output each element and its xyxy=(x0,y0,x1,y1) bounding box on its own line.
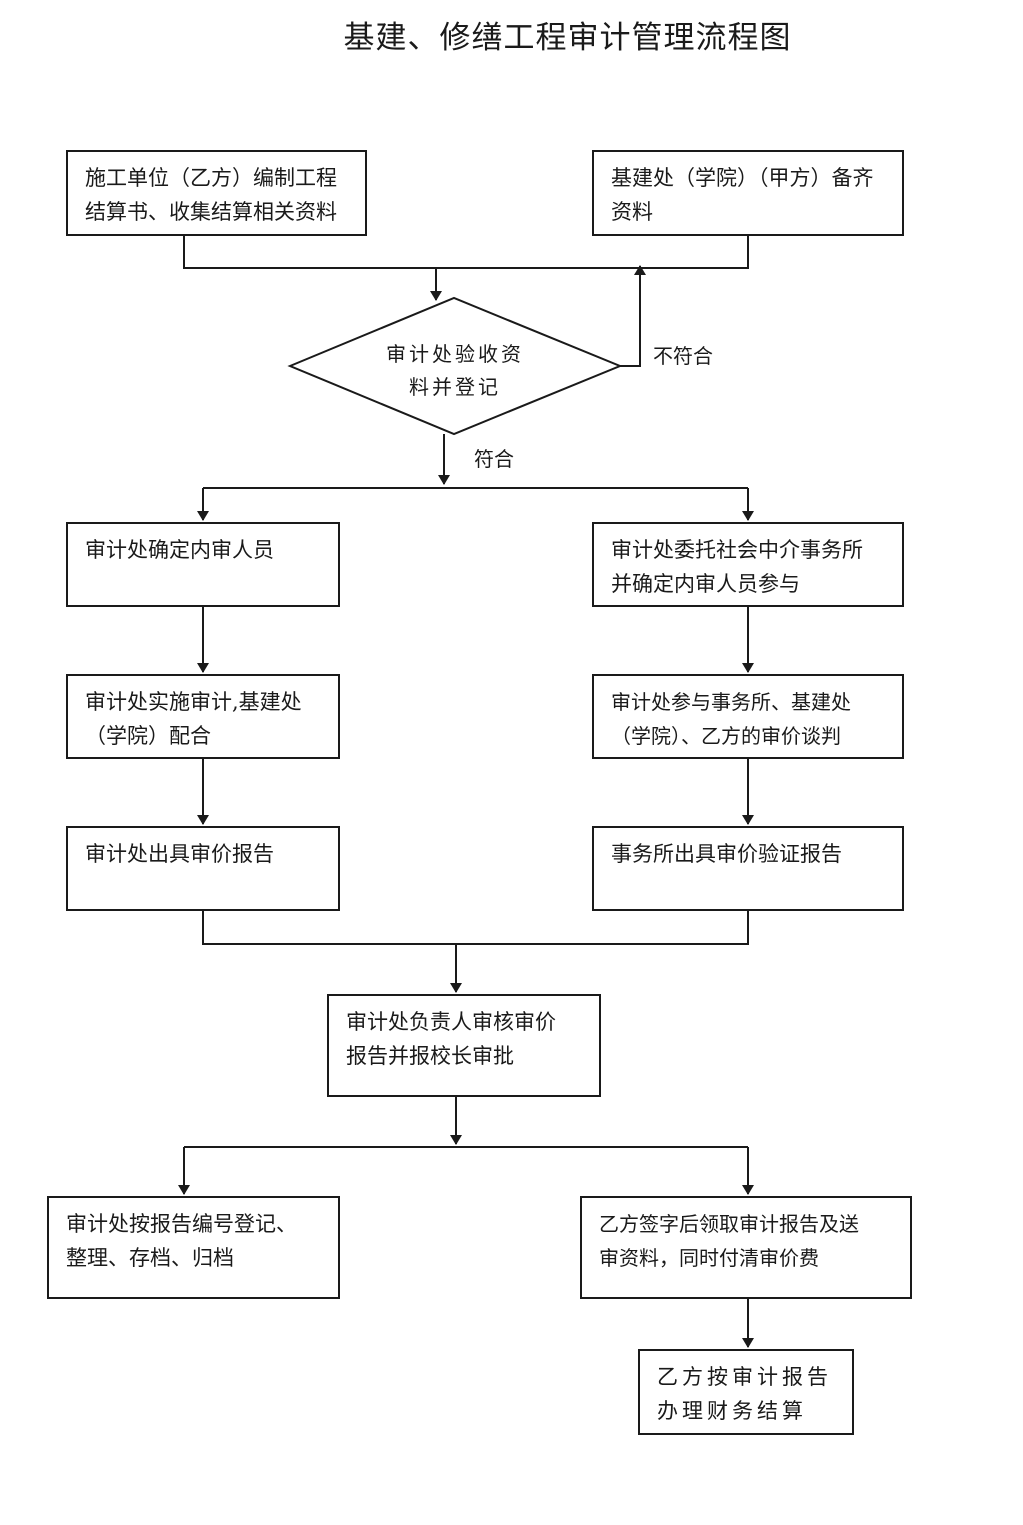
node-contractor-prepare: 施工单位（乙方）编制工程 结算书、收集结算相关资料 xyxy=(66,150,367,236)
node-audit-issue-report: 审计处出具审价报告 xyxy=(66,826,340,911)
connector-merge-review xyxy=(202,910,749,945)
node-contractor-sign-pay: 乙方签字后领取审计报告及送 审资料，同时付清审价费 xyxy=(580,1196,912,1299)
node-contractor-settlement: 乙方按审计报告 办理财务结算 xyxy=(638,1349,854,1435)
node-audit-conduct: 审计处实施审计,基建处 （学院）配合 xyxy=(66,674,340,759)
node-agency-issue-report: 事务所出具审价验证报告 xyxy=(592,826,904,911)
page-title: 基建、修缮工程审计管理流程图 xyxy=(343,20,792,56)
node-audit-check-register: 审计处验收资 料并登记 xyxy=(386,342,524,399)
node-audit-register-archive: 审计处按报告编号登记、 整理、存档、归档 xyxy=(47,1196,340,1299)
label-not-compliant: 不符合 xyxy=(653,344,713,368)
node-construction-dept-prepare: 基建处（学院）（甲方）备齐 资料 xyxy=(592,150,904,236)
node-audit-entrust-agency: 审计处委托社会中介事务所 并确定内审人员参与 xyxy=(592,522,904,607)
node-audit-join-negotiation: 审计处参与事务所、基建处 （学院）、乙方的审价谈判 xyxy=(592,674,904,759)
label-compliant: 符合 xyxy=(474,447,514,471)
node-audit-assign-internal: 审计处确定内审人员 xyxy=(66,522,340,607)
node-head-review-approval: 审计处负责人审核审价 报告并报校长审批 xyxy=(327,994,601,1097)
arrow-not-compliant xyxy=(620,265,646,367)
connector-top-left xyxy=(183,236,749,269)
decision-diamond xyxy=(287,296,623,436)
